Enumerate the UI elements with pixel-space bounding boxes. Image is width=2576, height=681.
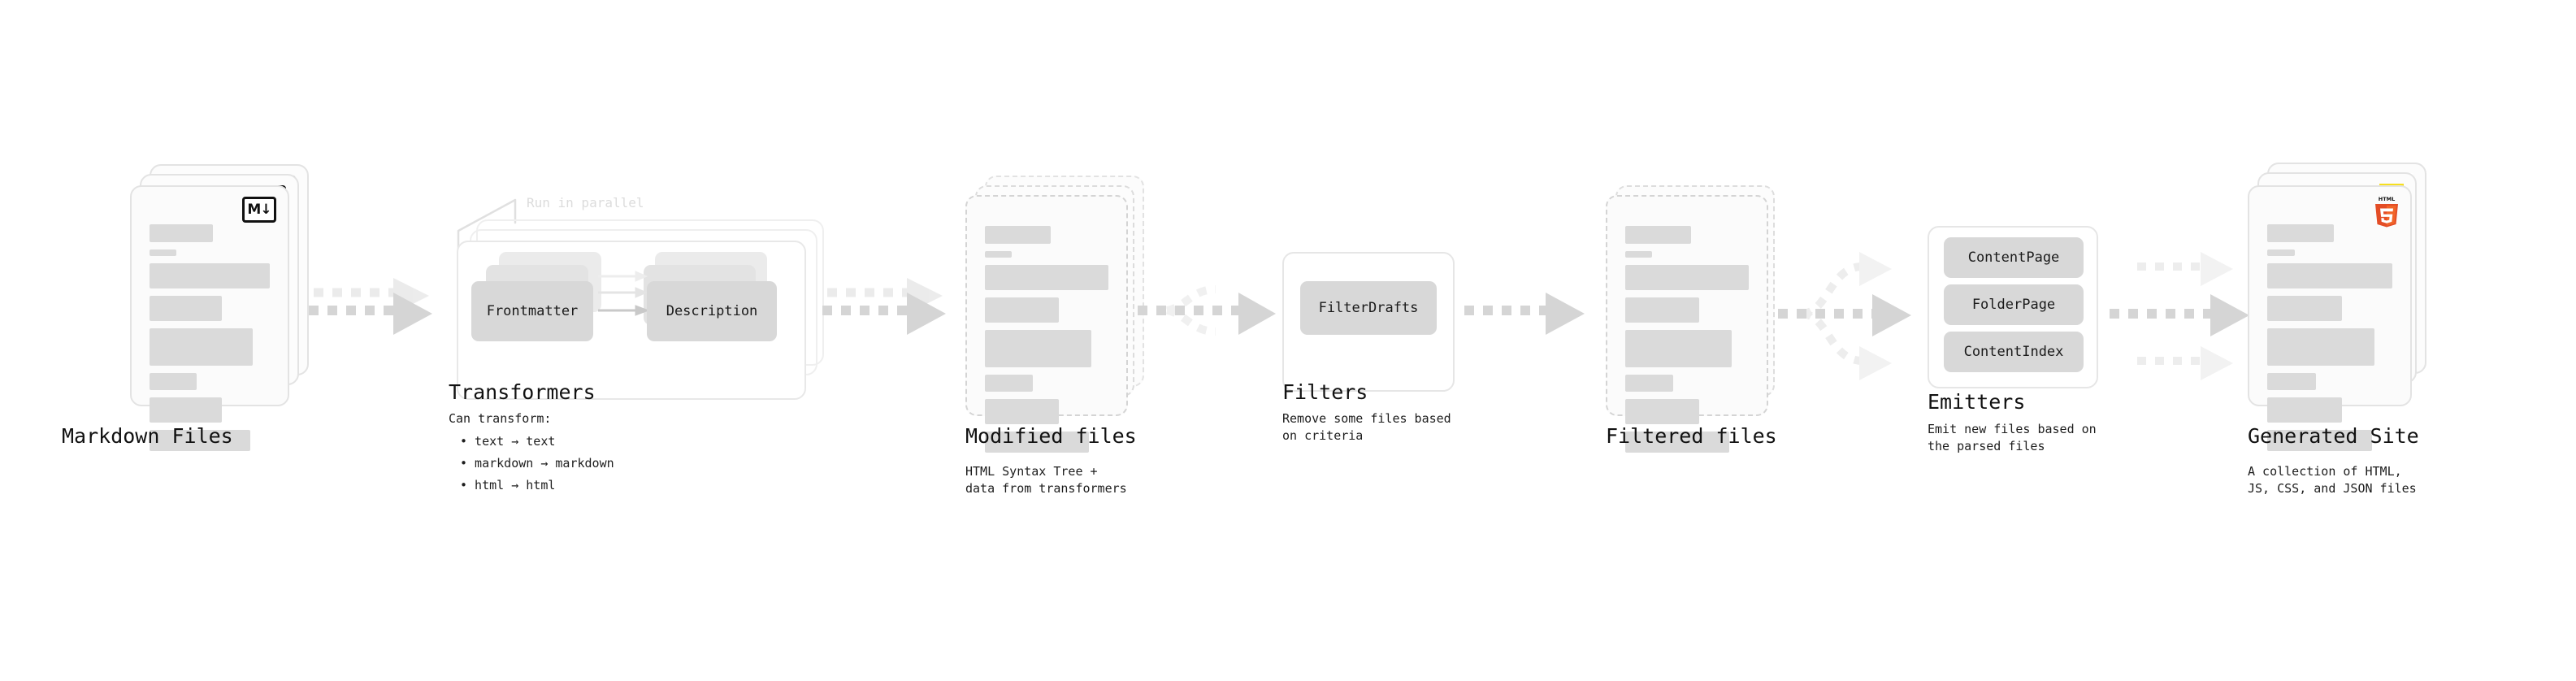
markdown-file-card-front: M↓	[130, 185, 289, 451]
filters-subtitle: Remove some files based on criteria	[1282, 411, 1451, 443]
generated-site-card-front-html: HTML	[2248, 185, 2412, 451]
markdown-badge: M↓	[242, 197, 276, 223]
svg-text:HTML: HTML	[2379, 196, 2395, 202]
emitter-node-contentindex[interactable]: ContentIndex	[1944, 332, 2084, 372]
card-content	[985, 226, 1108, 460]
connector-emitters-to-site	[2110, 232, 2272, 387]
page-title-generated-site: Generated Site	[2248, 424, 2419, 448]
emitter-node-contentpage[interactable]: ContentPage	[1944, 237, 2084, 278]
transformers-bullet-2: • html → html	[460, 478, 556, 492]
transformer-inner-arrows	[598, 270, 671, 335]
card-content	[2267, 224, 2392, 458]
run-in-parallel-label: Run in parallel	[527, 195, 644, 210]
emitter-node-folderpage[interactable]: FolderPage	[1944, 284, 2084, 325]
connector-filtered-to-emitters	[1778, 232, 1932, 387]
modified-files-subtitle: HTML Syntax Tree + data from transformer…	[965, 464, 1127, 496]
transformers-bullet-1: • markdown → markdown	[460, 456, 614, 471]
connector-filters-to-filtered	[1464, 268, 1602, 335]
connector-transformers-to-modified	[822, 268, 969, 335]
html5-badge: HTML	[2373, 195, 2400, 228]
transformers-subtitle: Can transform:	[449, 411, 552, 426]
connector-markdown-to-transformers	[309, 268, 455, 335]
generated-site-subtitle: A collection of HTML, JS, CSS, and JSON …	[2248, 464, 2417, 496]
connector-modified-to-filters	[1138, 268, 1292, 349]
run-in-parallel-bracket	[455, 195, 569, 252]
page-title-emitters: Emitters	[1928, 390, 2026, 414]
card-content	[150, 224, 270, 458]
page-title-modified-files: Modified files	[965, 424, 1137, 448]
modified-file-card-front	[965, 195, 1128, 453]
filtered-file-card-front	[1606, 195, 1768, 453]
page-title-markdown-files: Markdown Files	[62, 424, 233, 448]
transformer-node-frontmatter[interactable]: Frontmatter	[471, 281, 593, 341]
filter-node-filterdrafts[interactable]: FilterDrafts	[1300, 281, 1437, 335]
card-content	[1625, 226, 1749, 460]
transformers-bullet-0: • text → text	[460, 434, 556, 449]
emitters-subtitle: Emit new files based on the parsed files	[1928, 422, 2097, 453]
page-title-transformers: Transformers	[449, 380, 596, 404]
page-title-filtered-files: Filtered files	[1606, 424, 1777, 448]
page-title-filters: Filters	[1282, 380, 1368, 404]
transformer-node-description[interactable]: Description	[647, 281, 777, 341]
